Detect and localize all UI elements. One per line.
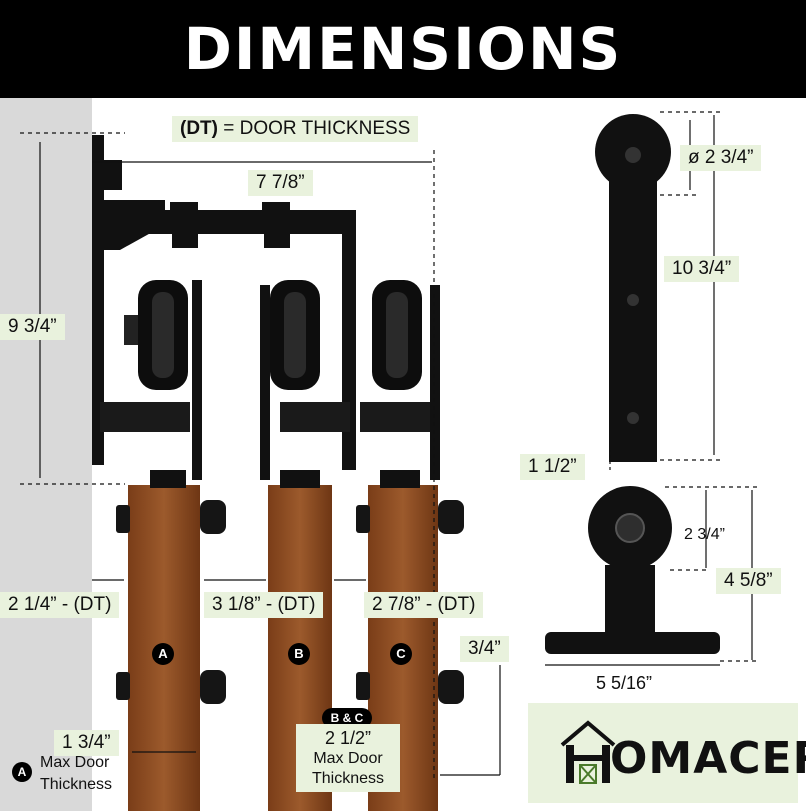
guide-height-label: 4 5/8” (716, 568, 781, 594)
door-a (128, 470, 200, 811)
bracket-width-label: 7 7/8” (248, 170, 313, 196)
note-a-badge: A (12, 762, 32, 782)
note-bc-box: 2 1/2” Max Door Thickness (296, 724, 400, 792)
hanger-straps (192, 280, 440, 480)
legend-label: (DT) = DOOR THICKNESS (172, 116, 419, 142)
guide-base-label: 5 5/16” (596, 673, 653, 693)
gap-a-label: 2 1/4” - (DT) (0, 592, 120, 618)
note-bc-line2: Thickness (311, 770, 385, 787)
brand-name: OMACER (610, 733, 806, 784)
roller-a (100, 280, 190, 432)
roller-c (360, 280, 430, 432)
barn-house-icon (560, 720, 616, 784)
door-b-badge: B (288, 643, 310, 665)
total-height-label: 9 3/4” (0, 314, 65, 340)
note-a-line2: Thickness (40, 776, 113, 793)
legend-meaning: DOOR THICKNESS (239, 118, 411, 139)
note-bc-line1: Max Door (313, 750, 383, 767)
wall-panel (0, 98, 92, 811)
door-a-badge: A (152, 643, 174, 665)
door-a-thickness-label: 1 3/4” (54, 730, 119, 756)
legend-code: (DT) (180, 118, 218, 139)
brand-logo: OMACER (528, 703, 806, 803)
hanger-height-label: 10 3/4” (664, 256, 740, 282)
dimension-lines (20, 132, 501, 780)
note-bc-badge: B & C (322, 708, 372, 728)
gap-b-label: 3 1/8” - (DT) (204, 592, 324, 618)
door-c-badge: C (390, 643, 412, 665)
floor-guide (545, 486, 720, 654)
hanger-width-label: 1 1/2” (520, 454, 585, 480)
door-bolts (116, 500, 464, 704)
gap-c-label: 2 7/8” - (DT) (364, 592, 484, 618)
header-banner (0, 0, 806, 98)
spacer-label: 3/4” (460, 636, 509, 662)
wheel-diameter-label: ø 2 3/4” (680, 145, 762, 171)
note-bc-value: 2 1/2” (324, 728, 372, 748)
legend-equals: = (223, 118, 235, 139)
side-hanger (595, 114, 671, 462)
guide-wheel-label: 2 3/4” (684, 526, 725, 543)
top-arm (118, 202, 356, 470)
roller-b (270, 280, 350, 432)
page-title: DIMENSIONS (183, 15, 623, 83)
note-a-line1: Max Door (40, 754, 110, 771)
